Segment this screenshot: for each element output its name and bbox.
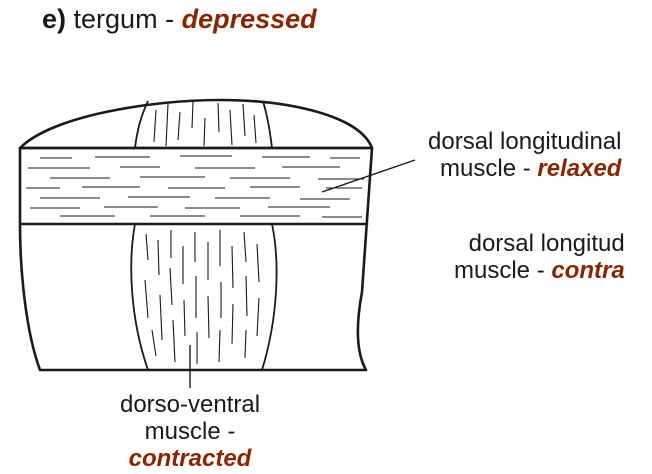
label-dlm-relaxed-line2: muscle - bbox=[440, 155, 531, 182]
label-dlm-contracted: dorsal longitud muscle - contra bbox=[454, 230, 625, 284]
dlm-striations bbox=[26, 156, 364, 217]
label-dlm-contracted-line1: dorsal longitud bbox=[454, 230, 625, 257]
dv-muscle-lower-striations bbox=[145, 230, 259, 364]
dv-muscle-lower bbox=[131, 224, 276, 370]
label-dv-line2: muscle - bbox=[100, 418, 280, 445]
label-dv-contracted: dorso-ventral muscle - contracted bbox=[100, 391, 280, 472]
label-dlm-relaxed-state: relaxed bbox=[537, 155, 621, 182]
label-dlm-contracted-state: contra bbox=[551, 257, 624, 284]
label-dv-state: contracted bbox=[100, 445, 280, 472]
thorax-body-outline bbox=[20, 148, 372, 370]
tergum-outline bbox=[20, 100, 372, 148]
dv-muscle-upper-striations bbox=[154, 102, 256, 146]
label-dlm-contracted-line2: muscle - bbox=[454, 257, 545, 284]
label-dlm-relaxed: dorsal longitudinal muscle - relaxed bbox=[428, 128, 621, 182]
label-dlm-relaxed-line1: dorsal longitudinal bbox=[428, 128, 621, 155]
label-dv-line1: dorso-ventral bbox=[100, 391, 280, 418]
